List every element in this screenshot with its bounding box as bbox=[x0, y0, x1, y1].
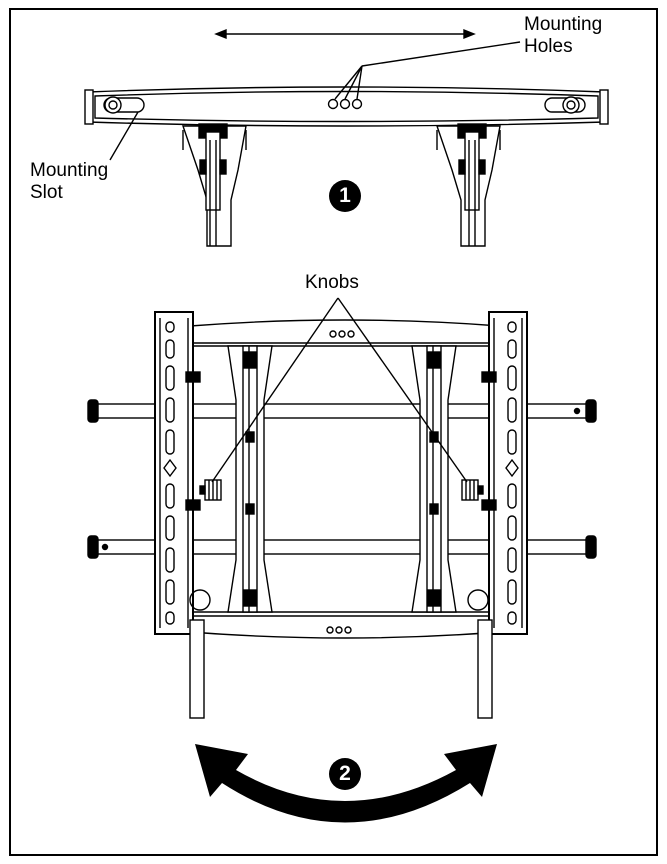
tilt-arrow bbox=[195, 744, 497, 823]
top-arm-right bbox=[436, 123, 501, 247]
mounting-holes bbox=[327, 98, 363, 110]
inner-arm-right bbox=[411, 345, 457, 613]
knob-leaders bbox=[211, 297, 468, 483]
horizontal-bar-upper bbox=[87, 399, 597, 423]
horizontal-bar-lower bbox=[87, 535, 597, 559]
side-bracket-left bbox=[154, 311, 211, 719]
mounting-slot-label-line1: Mounting bbox=[30, 160, 109, 181]
knob-right bbox=[461, 479, 484, 501]
side-bracket-right bbox=[467, 311, 528, 719]
mounting-slot-label-line2: Slot bbox=[30, 182, 63, 203]
top-view-bracket bbox=[84, 28, 609, 247]
front-view-mount bbox=[87, 297, 597, 719]
knobs-label: Knobs bbox=[305, 272, 359, 293]
step-2-badge: 2 bbox=[329, 758, 361, 790]
knob-left bbox=[199, 479, 222, 501]
top-arm-left bbox=[182, 123, 247, 247]
mounting-holes-label-line1: Mounting bbox=[524, 14, 603, 35]
mounting-slot-left bbox=[103, 96, 145, 114]
step-1-badge: 1 bbox=[329, 180, 361, 212]
mounting-holes-label-line2: Holes bbox=[524, 36, 573, 57]
inner-arm-left bbox=[227, 345, 273, 613]
mounting-slot-right bbox=[544, 96, 586, 114]
top-leaders bbox=[109, 41, 521, 161]
width-arrow bbox=[214, 28, 476, 40]
diagram-frame bbox=[9, 8, 658, 856]
